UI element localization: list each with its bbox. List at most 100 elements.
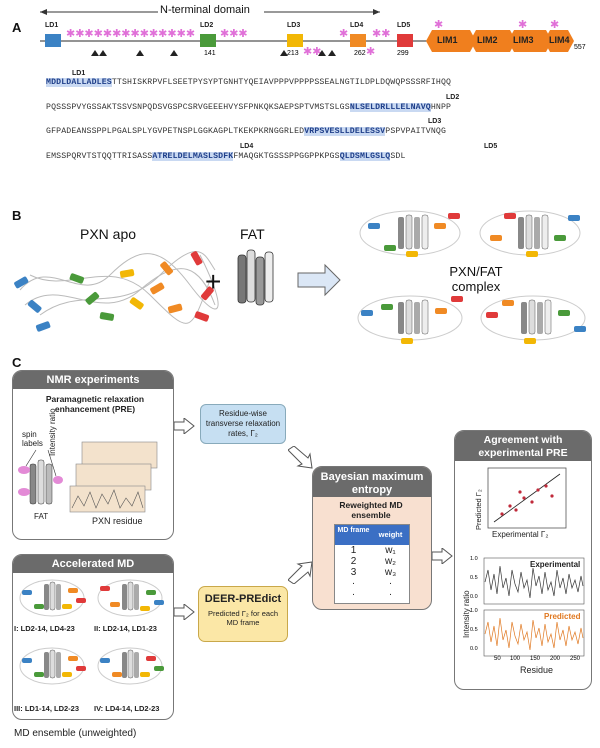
pos-141: 141 (204, 50, 216, 57)
bayes-table: MD frame weight 1 2 3 · · w₁ w₂ w₃ · · (334, 524, 410, 604)
seq-ld3: VRPSVESLLDELESSV (304, 127, 386, 136)
ytick-6: 0.0 (470, 646, 478, 652)
amd-title: Accelerated MD (13, 555, 173, 573)
ld2-label: LD2 (200, 22, 214, 29)
ld4-label: LD4 (350, 22, 364, 29)
lim2-label: LIM2 (477, 35, 498, 45)
arrow-bayes (432, 548, 453, 564)
arrow-amd (174, 604, 195, 620)
ytick-3: 0.0 (470, 594, 478, 600)
seq-line-1: MDDLDALLADLESTTSHISKRPVFLSEETPYSYPTGNHTY… (46, 78, 452, 87)
nmr-yaxis: Intensity ratio (48, 408, 57, 456)
pre-title: Paramagnetic relaxation enhancement (PRE… (45, 394, 145, 414)
pos-262: 262 (354, 50, 366, 57)
lim2-hex (470, 30, 516, 52)
xtick-250: 250 (570, 656, 581, 662)
nmr-illustration (18, 441, 158, 513)
ld4-box (350, 34, 366, 47)
fat-bundle (237, 249, 274, 306)
agreement-box: Agreement with experimental PRE (454, 430, 592, 690)
weight-4: · (388, 578, 393, 589)
lim4-hex (544, 30, 574, 52)
frame-2: 2 (350, 556, 357, 567)
ytick-5: 0.5 (470, 627, 478, 633)
complex-ensembles (357, 210, 586, 344)
panel-c-letter: C (12, 355, 22, 370)
svg-text:✱: ✱ (366, 45, 375, 58)
deer-box: DEER-PREdict Predicted Γ₂ for each MD fr… (198, 586, 288, 642)
phospho-stars: ✱✱✱✱✱✱✱✱✱✱✱✱✱✱ ✱✱✱ ✱ ✱✱ ✱✱ ✱ ✱ ✱ ✱ (66, 18, 559, 58)
svg-text:✱: ✱ (550, 18, 559, 31)
seq-ld2-label: LD2 (446, 94, 460, 101)
seq-ld4: ATRELDELMASLSDFK (152, 152, 234, 161)
pos-557: 557 (574, 44, 586, 51)
n-terminal-title: N-terminal domain (160, 4, 250, 16)
lim4-label: LIM4 (549, 35, 570, 45)
ld3-label: LD3 (287, 22, 301, 29)
col-md-frame: MD frame (335, 525, 372, 545)
exp-label: Experimental (530, 560, 581, 569)
nmr-box: NMR experiments (12, 370, 174, 540)
residue-box: Residue-wise transverse relaxation rates… (200, 404, 286, 444)
frame-3: 3 (350, 567, 357, 578)
seq-ld4-label: LD4 (240, 143, 254, 150)
amd-cond-2: II: LD2-14, LD1-23 (94, 624, 157, 633)
arrow-nmr (174, 418, 195, 434)
panel-a-letter: A (12, 20, 22, 35)
amd-cond-3: III: LD1-14, LD2-23 (14, 704, 80, 713)
pxn-apo-ensemble (19, 251, 219, 324)
deer-title: DEER-PREdict (204, 593, 282, 605)
pxn-apo-helices (14, 251, 214, 332)
scatter-xlabel: Experimental Γ₂ (492, 530, 549, 539)
frame-1: 1 (350, 545, 357, 556)
spin-labels: spin labels (22, 430, 43, 448)
seq-ld5-label: LD5 (484, 143, 498, 150)
deer-sub: Predicted Γ₂ for each MD frame (208, 609, 278, 627)
triangles (91, 50, 336, 56)
pxn-apo-label: PXN apo (80, 226, 137, 242)
frame-5: · (351, 589, 356, 600)
pos-299: 299 (397, 50, 409, 57)
ld3-box (287, 34, 303, 47)
reaction-arrow (297, 263, 341, 297)
seq-ld3-label: LD3 (428, 118, 442, 125)
ytick-1: 1.0 (470, 556, 478, 562)
panel-b-illustration (14, 210, 586, 344)
seq-line-2: PQSSSPVYGSSAKTSSVSNPQDSVGSPCSRVGEEEHVYSF… (46, 103, 452, 112)
lim1-hex (426, 30, 476, 52)
ld1-label: LD1 (45, 22, 59, 29)
amd-ensembles (19, 579, 164, 685)
lim3-hex (508, 30, 552, 52)
plus-sign: + (205, 266, 222, 297)
ytick-4: 1.0 (470, 608, 478, 614)
xtick-200: 200 (550, 656, 561, 662)
svg-text:✱: ✱ (518, 18, 527, 31)
agreement-plots (483, 467, 585, 657)
ld1-box (45, 34, 61, 47)
seq-ld1-label: LD1 (72, 70, 86, 77)
complex-label: PXN/FAT complex (437, 264, 515, 294)
pos-213: 213 (287, 50, 299, 57)
amd-cond-1: I: LD2-14, LD4-23 (14, 624, 75, 633)
seq-ld5: QLDSMLGSLQ (339, 152, 391, 161)
xtick-150: 150 (530, 656, 541, 662)
ld2-box (200, 34, 216, 47)
md-ensemble-label: MD ensemble (unweighted) (14, 728, 137, 739)
weight-1: w₁ (385, 545, 396, 556)
arrow-residue (288, 446, 313, 469)
ld5-box (397, 34, 413, 47)
weight-3: w₃ (384, 567, 397, 578)
xtick-100: 100 (510, 656, 521, 662)
weight-5: · (388, 589, 393, 600)
pred-label: Predicted (544, 612, 581, 621)
frame-4: · (351, 578, 356, 589)
ytick-2: 0.5 (470, 575, 478, 581)
svg-text:✱✱✱: ✱✱✱ (220, 27, 248, 40)
lim1-label: LIM1 (437, 35, 458, 45)
arrow-deer (288, 561, 313, 584)
bayes-title: Bayesian maximum entropy (313, 467, 431, 497)
amd-cond-4: IV: LD4-14, LD2-23 (94, 704, 160, 713)
ld5-label: LD5 (397, 22, 411, 29)
seq-ld1: MDDLDALLADLES (46, 78, 112, 87)
lim3-label: LIM3 (513, 35, 534, 45)
